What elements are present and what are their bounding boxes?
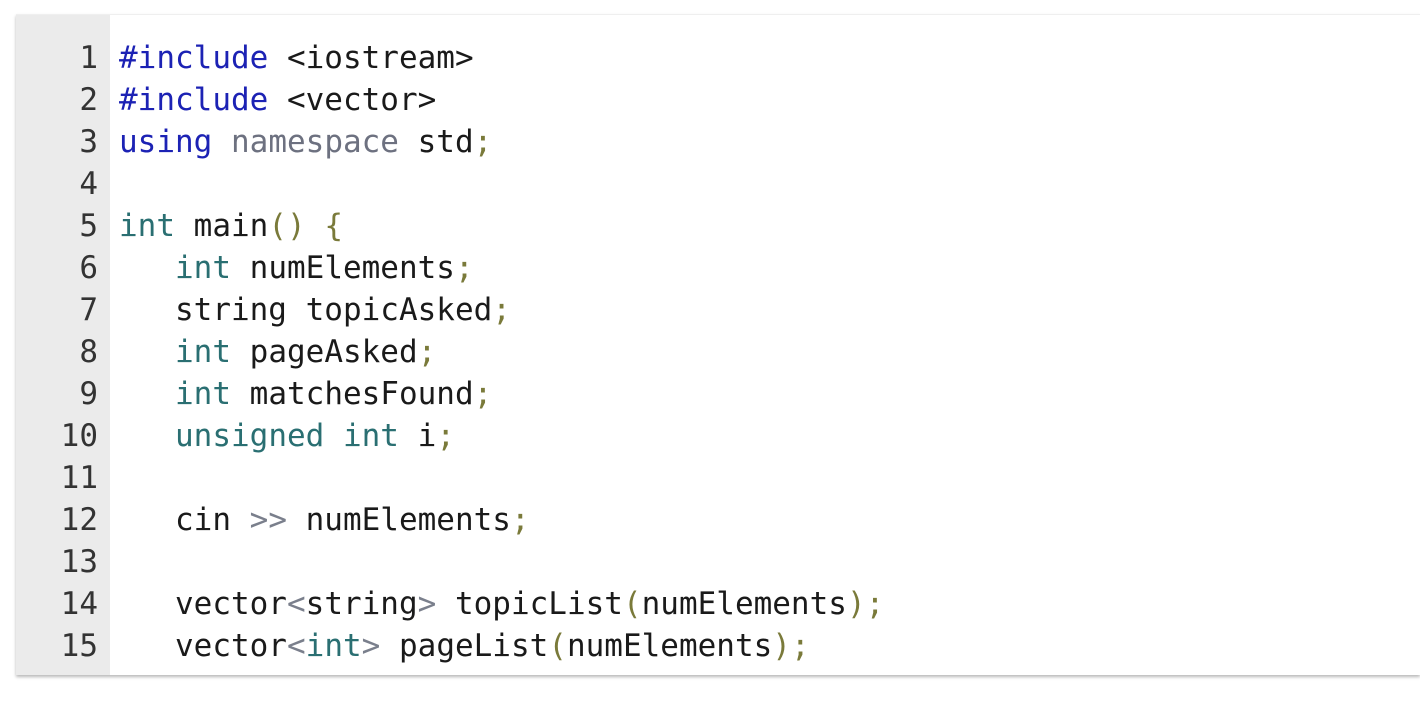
- code-token-punctuation: (: [622, 586, 642, 622]
- code-token-identifier: std: [398, 124, 474, 160]
- code-token-type: unsigned: [175, 418, 325, 454]
- code-token-operator: <: [286, 586, 306, 622]
- line-number: 11: [60, 460, 98, 496]
- code-token-type: int: [175, 376, 231, 412]
- code-token-namespace: namespace: [231, 124, 399, 160]
- code-token-identifier: cin: [119, 502, 250, 538]
- code-token-identifier: [119, 418, 175, 454]
- line-code: int pageAsked;: [119, 331, 436, 373]
- code-token-identifier: [306, 208, 325, 244]
- code-token-identifier: [324, 418, 343, 454]
- line-code: #include <iostream>: [119, 37, 474, 79]
- line-number: 13: [60, 544, 98, 580]
- code-token-punctuation: (: [548, 628, 567, 664]
- line-code: using namespace std;: [119, 121, 492, 163]
- code-token-punctuation: ;: [436, 418, 455, 454]
- code-line[interactable]: 2 #include <vector>: [16, 79, 1420, 121]
- code-token-identifier: <vector>: [268, 82, 437, 118]
- code-line[interactable]: 8 int pageAsked;: [16, 331, 1420, 373]
- line-number: 15: [60, 628, 98, 664]
- line-number: 3: [79, 124, 98, 160]
- code-token-identifier: numElements: [566, 628, 773, 664]
- line-number: 12: [60, 502, 98, 538]
- line-code: int matchesFound;: [119, 373, 492, 415]
- line-number: 14: [60, 586, 98, 622]
- code-token-identifier: i: [398, 418, 437, 454]
- code-line[interactable]: 7 string topicAsked;: [16, 289, 1420, 331]
- code-token-identifier: [119, 376, 175, 412]
- code-token-identifier: [212, 124, 231, 160]
- code-token-identifier: string: [305, 586, 418, 622]
- code-line[interactable]: 3 using namespace std;: [16, 121, 1420, 163]
- code-token-operator: <: [286, 628, 306, 664]
- line-code: vector<string> topicList(numElements);: [119, 583, 884, 625]
- code-token-identifier: numElements: [641, 586, 847, 622]
- code-token-type: int: [119, 208, 175, 244]
- code-token-identifier: matchesFound: [231, 376, 474, 412]
- line-number: 9: [79, 376, 98, 412]
- line-number: 1: [79, 40, 98, 76]
- code-token-punctuation: {: [324, 208, 343, 244]
- code-token-identifier: numElements: [286, 502, 511, 538]
- code-token-identifier: vector: [119, 586, 287, 622]
- code-token-keyword: using: [119, 124, 213, 160]
- line-number: 5: [79, 208, 98, 244]
- code-token-identifier: pageList: [380, 628, 549, 664]
- line-code: unsigned int i;: [119, 415, 455, 457]
- code-token-type: int: [175, 250, 231, 286]
- code-line[interactable]: 13: [16, 541, 1420, 583]
- code-token-type: int: [175, 334, 231, 370]
- line-number-gutter: [16, 15, 110, 675]
- line-number: 4: [79, 166, 98, 202]
- code-line[interactable]: 12 cin >> numElements;: [16, 499, 1420, 541]
- code-line[interactable]: 10 unsigned int i;: [16, 415, 1420, 457]
- code-token-punctuation: ;: [417, 334, 437, 370]
- line-code: int numElements;: [119, 247, 474, 289]
- code-token-operator: >: [361, 628, 381, 664]
- code-token-identifier: numElements: [231, 250, 455, 286]
- line-code: string topicAsked;: [119, 289, 511, 331]
- code-token-type: int: [305, 628, 362, 664]
- code-token-directive: #include: [119, 40, 269, 76]
- code-token-identifier: <iostream>: [268, 40, 474, 76]
- line-code: vector<int> pageList(numElements);: [119, 625, 810, 667]
- code-token-identifier: topicList: [436, 586, 623, 622]
- line-number: 2: [79, 82, 98, 118]
- code-token-punctuation: (): [268, 208, 306, 244]
- code-line[interactable]: 15 vector<int> pageList(numElements);: [16, 625, 1420, 667]
- code-token-identifier: string topicAsked: [119, 292, 493, 328]
- code-token-punctuation: );: [772, 628, 810, 664]
- code-line[interactable]: 14 vector<string> topicList(numElements)…: [16, 583, 1420, 625]
- line-code: #include <vector>: [119, 79, 436, 121]
- code-token-punctuation: ;: [454, 250, 474, 286]
- line-number: 6: [79, 250, 98, 286]
- code-token-punctuation: ;: [510, 502, 530, 538]
- code-token-punctuation: ;: [473, 376, 493, 412]
- code-line[interactable]: 1 #include <iostream>: [16, 37, 1420, 79]
- code-token-identifier: main: [175, 208, 269, 244]
- code-token-punctuation: );: [846, 586, 885, 622]
- code-line[interactable]: 9 int matchesFound;: [16, 373, 1420, 415]
- code-token-operator: >: [417, 586, 437, 622]
- line-code: cin >> numElements;: [119, 499, 530, 541]
- code-token-directive: #include: [119, 82, 269, 118]
- code-token-identifier: [119, 334, 175, 370]
- code-token-identifier: vector: [119, 628, 287, 664]
- code-token-type: int: [342, 418, 399, 454]
- code-line[interactable]: 4: [16, 163, 1420, 205]
- code-token-punctuation: ;: [473, 124, 493, 160]
- code-line[interactable]: 5 int main() {: [16, 205, 1420, 247]
- code-line[interactable]: 6 int numElements;: [16, 247, 1420, 289]
- code-token-punctuation: ;: [492, 292, 511, 328]
- code-token-identifier: [119, 250, 175, 286]
- code-token-identifier: pageAsked: [231, 334, 418, 370]
- line-number: 8: [79, 334, 98, 370]
- code-line[interactable]: 11: [16, 457, 1420, 499]
- line-code: int main() {: [119, 205, 343, 247]
- line-number: 10: [60, 418, 98, 454]
- line-number: 7: [79, 292, 98, 328]
- code-token-operator: >>: [249, 502, 287, 538]
